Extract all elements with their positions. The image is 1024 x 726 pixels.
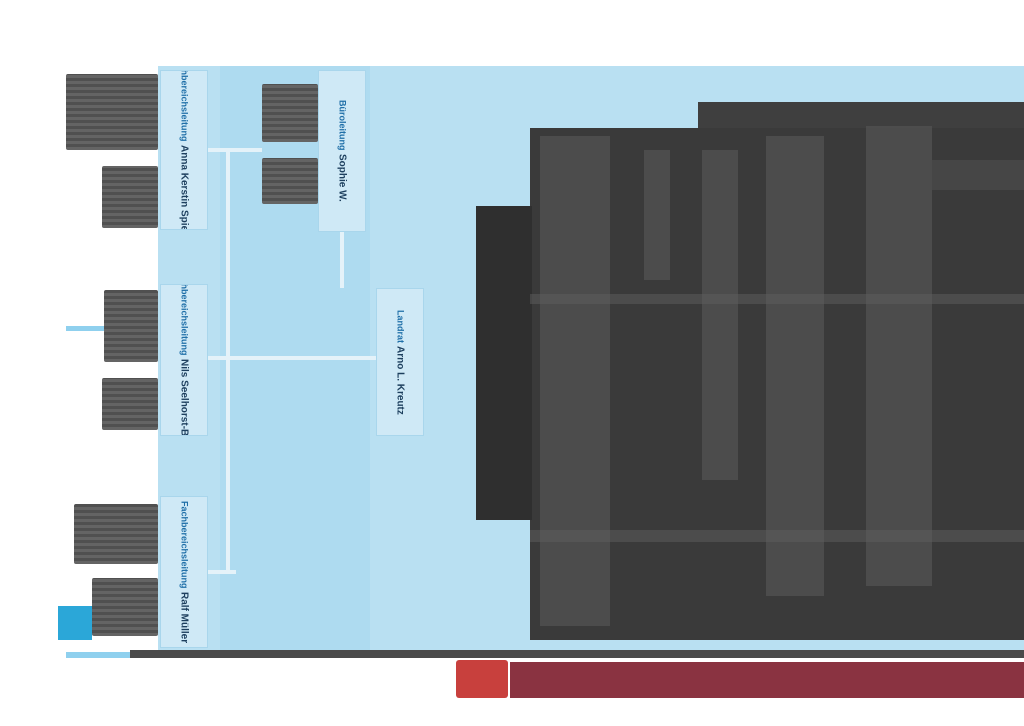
org-role: Fachbereichsleitung	[179, 70, 190, 142]
org-box-head: Landrat Arno L. Kreutz	[376, 288, 424, 436]
connector-line	[340, 230, 344, 288]
footer-band	[510, 662, 1024, 698]
person-photo	[102, 166, 158, 228]
content-block-top	[698, 102, 1024, 130]
text-column	[766, 136, 824, 596]
person-photo	[102, 378, 158, 430]
corner-accent-square	[58, 606, 92, 640]
org-role: Landrat	[395, 309, 406, 343]
text-band	[530, 294, 1024, 304]
connector-line	[206, 148, 262, 152]
person-photo	[262, 158, 318, 204]
footer-logo	[456, 660, 508, 698]
org-role: Fachbereichsleitung	[179, 284, 190, 356]
person-photo	[66, 74, 158, 150]
org-box-department-2: Fachbereichsleitung Nils Seelhorst-Berg	[160, 284, 208, 436]
bottom-divider	[130, 650, 1024, 658]
org-box-top-right: Büroleitung Sophie W.	[318, 70, 366, 232]
org-box-department-1: Fachbereichsleitung Anna Kerstin Spieker	[160, 70, 208, 230]
content-block-left	[476, 206, 532, 520]
text-column	[866, 126, 932, 586]
org-role: Büroleitung	[337, 100, 348, 151]
org-name: Arno L. Kreutz	[394, 345, 406, 415]
text-band	[530, 530, 1024, 542]
text-column	[540, 136, 610, 626]
person-photo	[74, 504, 158, 564]
text-column	[644, 150, 670, 280]
person-photo	[104, 290, 158, 362]
org-name: Sophie W.	[336, 153, 348, 202]
org-name: Ralf Müller	[178, 591, 190, 643]
connector-line	[206, 356, 376, 360]
corner-accent-line	[66, 652, 130, 658]
org-name: Anna Kerstin Spieker	[178, 144, 190, 230]
text-band	[932, 160, 1024, 190]
org-box-department-3: Fachbereichsleitung Ralf Müller	[160, 496, 208, 648]
left-accent-line	[66, 326, 104, 331]
connector-line	[226, 148, 230, 572]
org-role: Fachbereichsleitung	[179, 501, 190, 589]
text-column	[702, 150, 738, 480]
person-photo	[262, 84, 318, 142]
person-photo	[92, 578, 158, 636]
connector-line	[206, 570, 236, 574]
org-name: Nils Seelhorst-Berg	[178, 358, 190, 436]
